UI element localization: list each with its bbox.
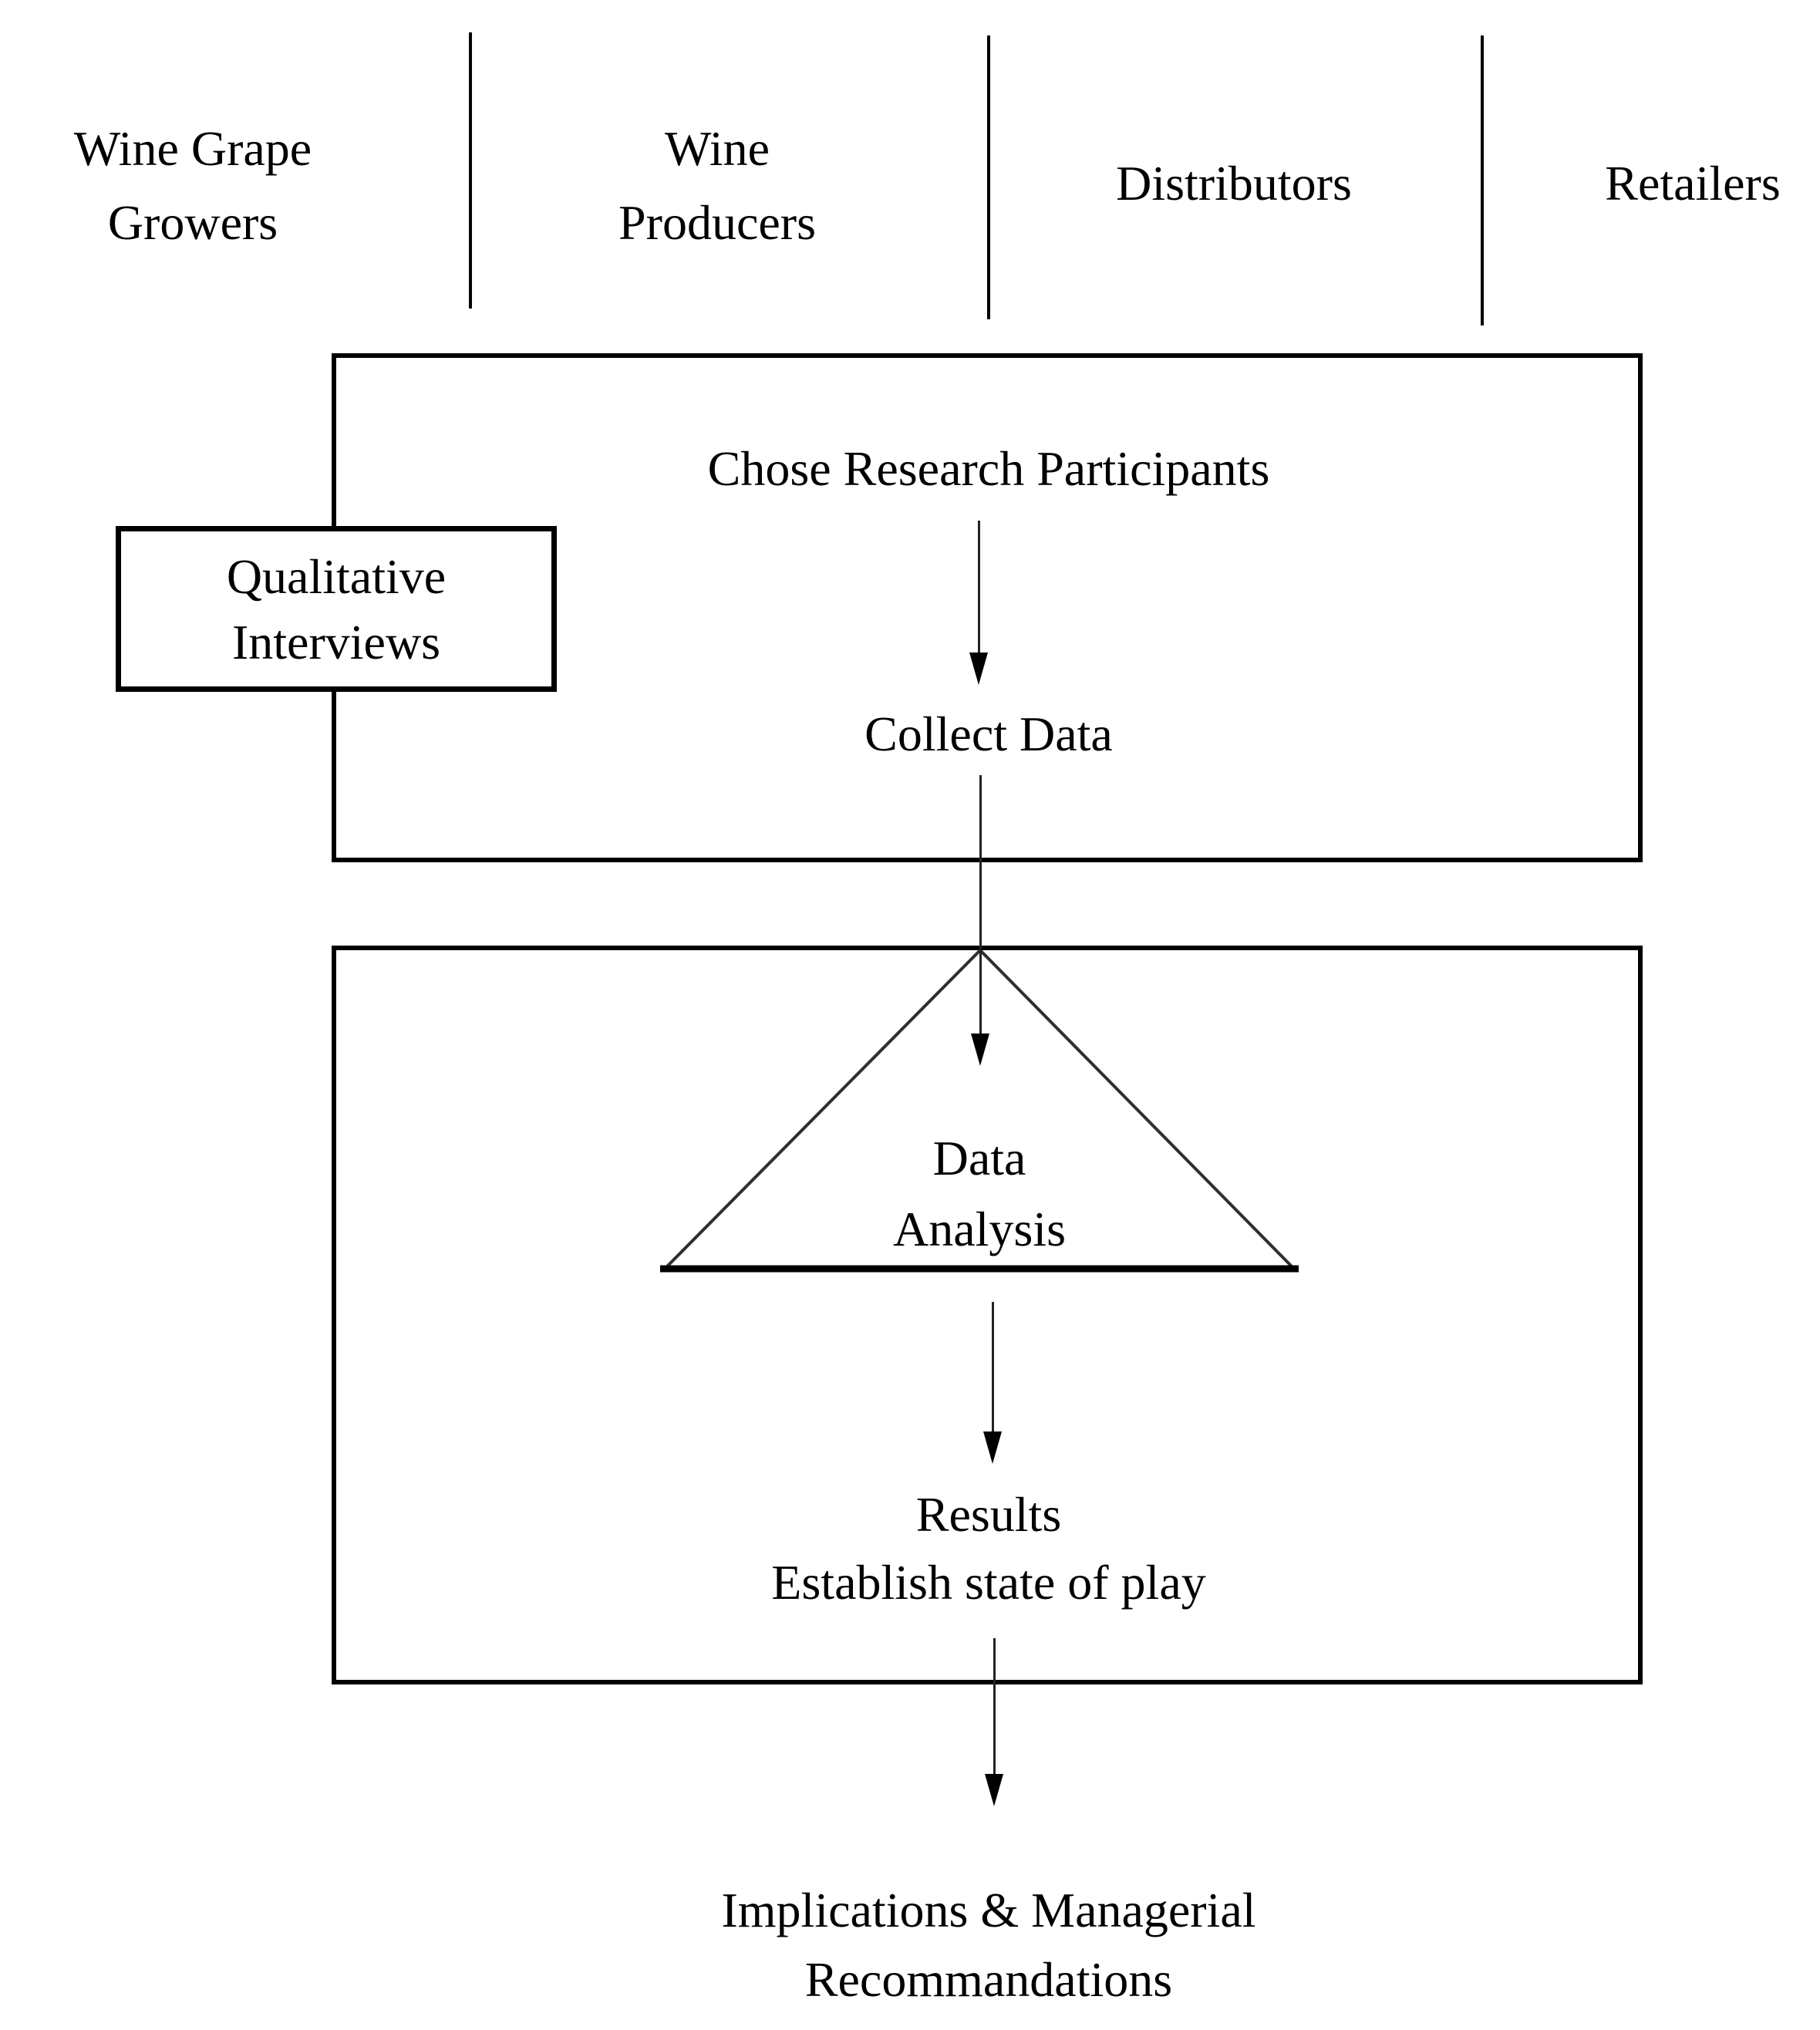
lane-divider-3 <box>1481 35 1484 325</box>
results-line: Establish state of play <box>771 1555 1206 1610</box>
arrow-results-to-implications-head <box>985 1774 1003 1806</box>
results-label: Results Establish state of play <box>487 1481 1490 1617</box>
lane-label-line: Wine <box>664 121 770 176</box>
connector-collect-to-analysis-head <box>971 1034 989 1066</box>
step-label: Chose Research Participants <box>707 441 1270 496</box>
side-box-line: Interviews <box>231 614 441 669</box>
data-analysis-triangle <box>660 949 1299 1273</box>
triangle-left-side <box>663 949 982 1270</box>
side-box-line: Qualitative <box>226 548 447 604</box>
arrow-analysis-to-results-shaft <box>992 1302 994 1435</box>
lane-label-line: Distributors <box>1116 156 1352 211</box>
lane-label-line: Retailers <box>1605 156 1781 211</box>
lane-label-retailers: Retailers <box>1550 147 1820 221</box>
lane-label-wine-producers: Wine Producers <box>548 112 887 260</box>
triangle-right-side <box>979 949 1296 1270</box>
step-choose-participants: Chose Research Participants <box>487 441 1490 497</box>
lane-label-distributors: Distributors <box>1064 147 1404 221</box>
arrow-analysis-to-results-head <box>983 1431 1002 1464</box>
lane-divider-2 <box>987 35 990 319</box>
connector-collect-to-analysis-shaft <box>979 775 982 1037</box>
arrow-choose-to-collect-shaft <box>978 521 980 656</box>
arrow-choose-to-collect-head <box>969 652 988 685</box>
analysis-line: Analysis <box>893 1202 1066 1256</box>
lane-label-wine-grape-growers: Wine Grape Growers <box>23 112 362 260</box>
results-line: Results <box>915 1487 1062 1542</box>
qualitative-interviews-box: Qualitative Interviews <box>116 526 557 692</box>
analysis-line: Data <box>932 1131 1026 1185</box>
lane-divider-1 <box>469 32 472 309</box>
step-collect-data: Collect Data <box>603 706 1374 762</box>
arrow-results-to-implications-shaft <box>993 1638 996 1777</box>
implications-label: Implications & Managerial Recommandation… <box>487 1876 1490 2015</box>
step-label: Collect Data <box>865 706 1113 761</box>
implications-line: Implications & Managerial <box>721 1883 1256 1937</box>
lane-label-line: Wine Grape <box>73 121 312 176</box>
lane-label-line: Growers <box>107 195 278 250</box>
implications-line: Recommandations <box>804 1952 1173 2007</box>
lane-label-line: Producers <box>618 195 816 250</box>
data-analysis-label: Data Analysis <box>594 1123 1365 1265</box>
analysis-box <box>332 946 1643 1684</box>
